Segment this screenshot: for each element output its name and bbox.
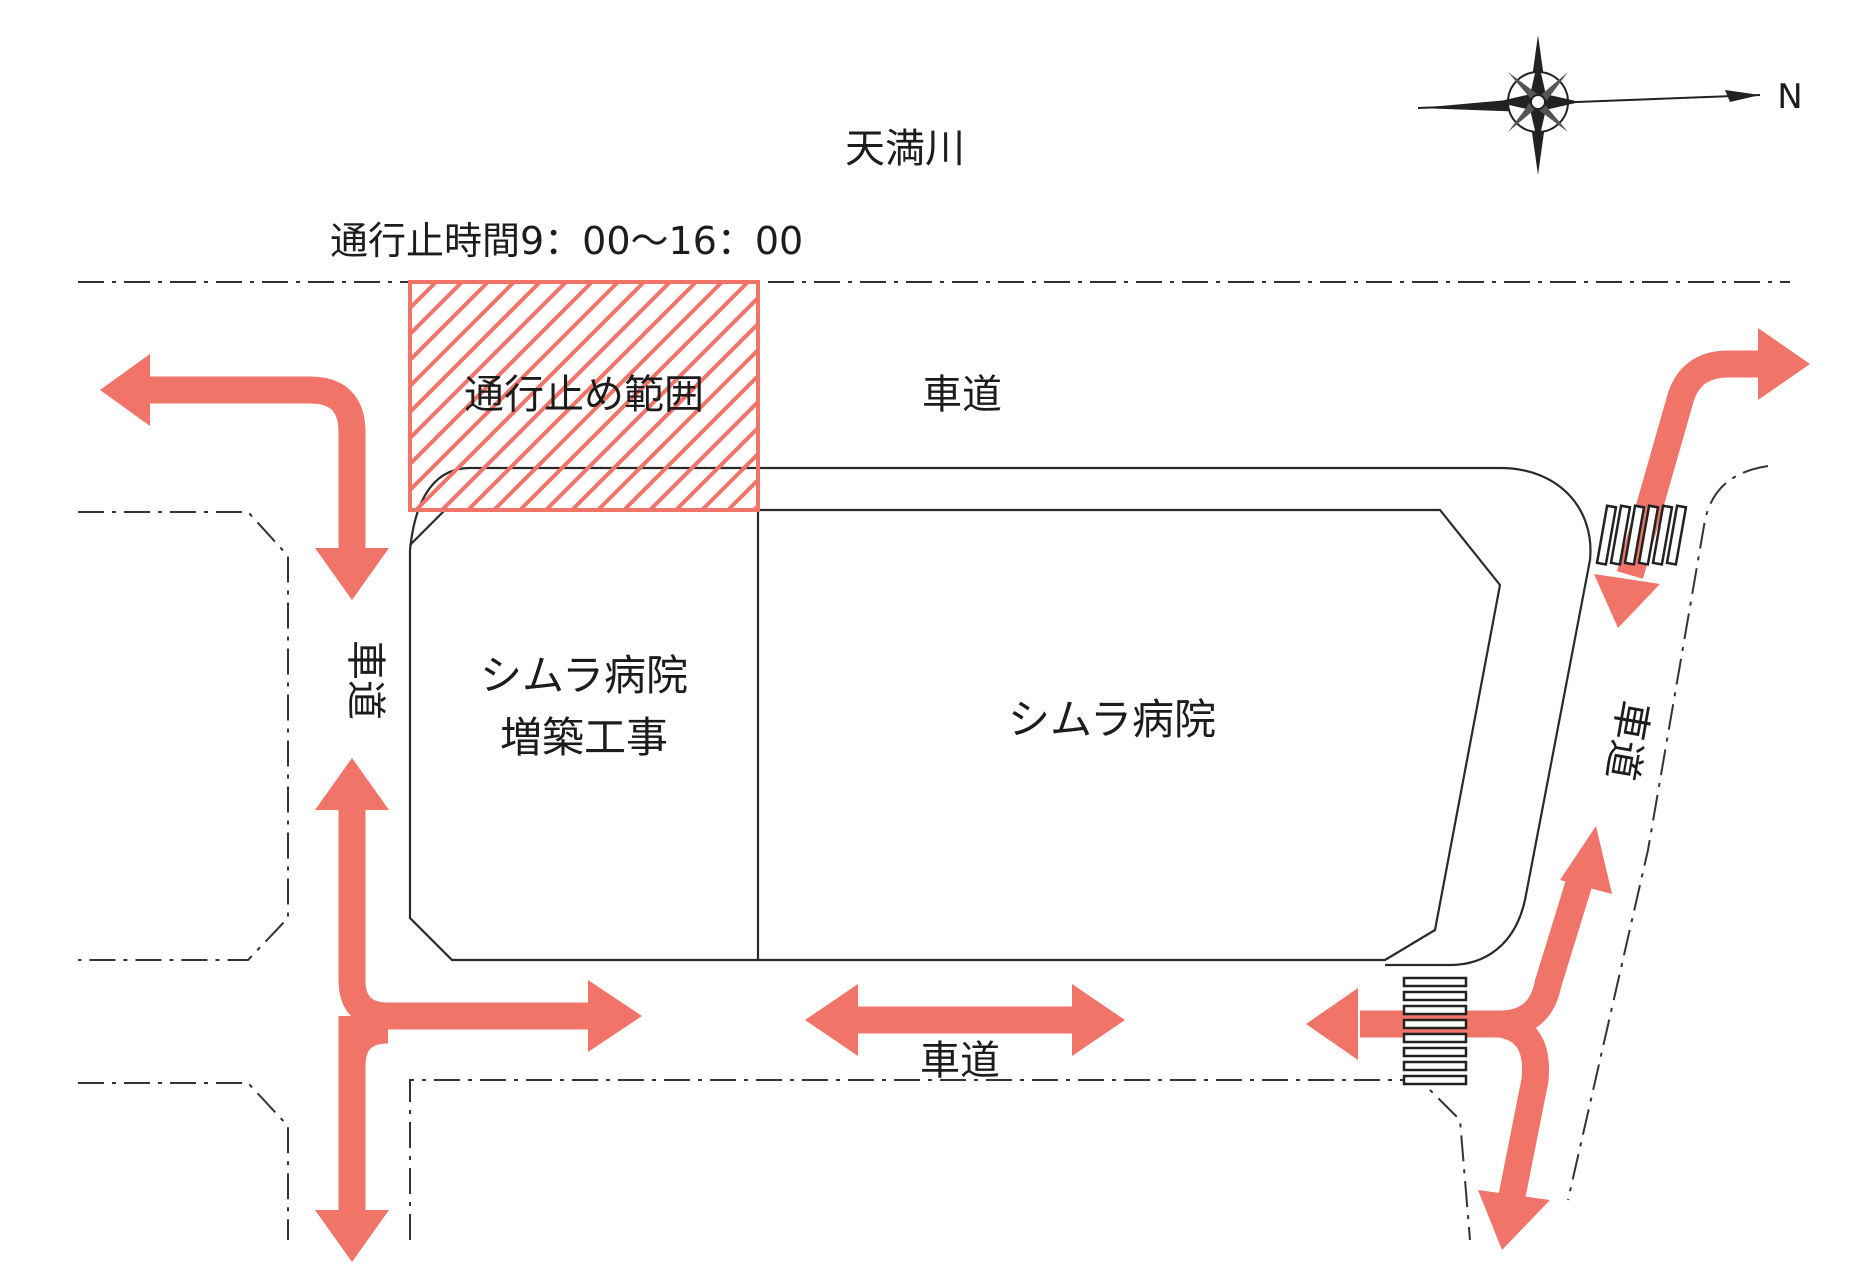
detour-arrow-bottom-right (1360, 876, 1593, 1038)
annex-label-line1: シムラ病院 (480, 651, 688, 700)
hatch-line (410, 282, 568, 441)
labels: N 天満川 通行止時間9：00～16：00 通行止め範囲 車道 車道 シムラ病院… (330, 77, 1803, 1084)
hatch-line (596, 347, 758, 510)
hatch-line (700, 451, 758, 510)
detour-arrow-left-vertical (338, 808, 590, 1030)
detour-arrow-right-upper (1617, 350, 1760, 579)
closure-area-label: 通行止め範囲 (464, 372, 704, 418)
closure-time-label: 通行止時間9：00～16：00 (330, 219, 803, 263)
hatch-line (570, 321, 758, 510)
hatch-line (544, 295, 758, 510)
hatch-line (414, 282, 646, 510)
detour-arrow-top-left (148, 376, 366, 550)
road-label-top: 車道 (922, 372, 1002, 418)
hatch-line (410, 282, 594, 467)
hatch-line (622, 373, 758, 510)
crosswalk-bottom (1402, 976, 1468, 1086)
river-label: 天満川 (845, 126, 965, 172)
hatch-line (518, 282, 750, 510)
north-arrow (1417, 35, 1761, 175)
hatch-line (492, 282, 724, 510)
hatch-line (674, 425, 758, 510)
hatch-line (410, 282, 516, 389)
site-outline (408, 466, 1592, 967)
hatch-line (440, 282, 672, 510)
hatch-line (410, 282, 464, 337)
detour-arrows (100, 328, 1810, 1262)
crosswalk-right (1595, 504, 1688, 566)
hatch-line (410, 282, 620, 493)
road-label-bottom: 車道 (920, 1038, 1000, 1084)
hatch-line (648, 399, 758, 510)
annex-label-line2: 増築工事 (500, 713, 668, 762)
road-label-left: 車道 (342, 640, 388, 720)
hatch-line (410, 282, 490, 363)
hatch-line (410, 282, 542, 415)
hatch-line (466, 282, 698, 510)
hospital-label: シムラ病院 (1008, 695, 1216, 744)
road-label-right: 車道 (1597, 697, 1656, 784)
closure-area (408, 280, 760, 512)
north-label: N (1777, 77, 1802, 117)
